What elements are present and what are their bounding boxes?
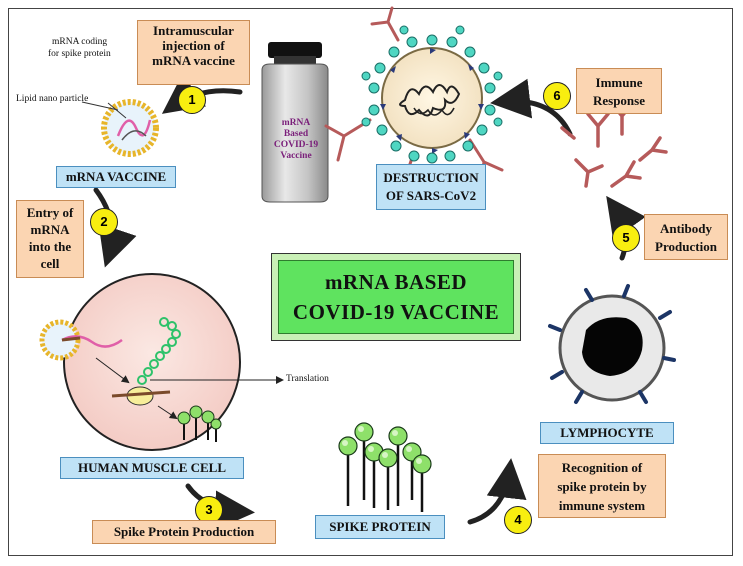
lymphocyte-label: LYMPHOCYTE (540, 422, 674, 444)
flow-arrows (93, 74, 646, 531)
step-3-badge: 3 (195, 496, 223, 524)
step-2-badge: 2 (90, 208, 118, 236)
arrow-step-4 (467, 458, 527, 525)
step-6-badge: 6 (543, 82, 571, 110)
vaccine-vial-icon (261, 42, 329, 203)
step-4-badge: 4 (504, 506, 532, 534)
sars-cov2-virus-icon (324, 6, 504, 194)
lipid-nanoparticle-icon (81, 99, 159, 157)
vial-label: mRNA Based COVID-19 Vaccine (273, 118, 319, 161)
spike-protein-label: SPIKE PROTEIN (315, 515, 445, 539)
step-5-box: Antibody Production (644, 214, 728, 260)
human-muscle-cell-icon (39, 273, 284, 451)
step-3-box: Spike Protein Production (92, 520, 276, 544)
title-line-2: COVID-19 VACCINE (292, 300, 500, 324)
title-line-1: mRNA BASED (324, 270, 468, 294)
human-muscle-cell-label: HUMAN MUSCLE CELL (60, 457, 244, 479)
lymphocyte-icon (548, 284, 676, 404)
mrna-vaccine-label: mRNA VACCINE (56, 166, 176, 188)
spike-protein-icon (338, 422, 432, 512)
step-2-box: Entry of mRNA into the cell (16, 200, 84, 278)
arrow-step-6 (490, 78, 573, 137)
diagram-title: mRNA BASED COVID-19 VACCINE (278, 260, 514, 334)
step-1-box: Intramuscular injection of mRNA vaccine (137, 20, 250, 85)
translation-annotation: Translation (286, 374, 329, 384)
antibody-icons (560, 102, 668, 188)
step-5-badge: 5 (612, 224, 640, 252)
step-4-box: Recognition of spike protein by immune s… (538, 454, 666, 518)
lipid-nano-annotation: Lipid nano particle (16, 94, 89, 104)
destruction-label: DESTRUCTION OF SARS-CoV2 (376, 164, 486, 210)
diagram-title-box: mRNA BASED COVID-19 VACCINE (271, 253, 521, 341)
mrna-coding-annotation: mRNA coding for spike protein (48, 37, 111, 59)
diagram-border (8, 8, 733, 556)
step-6-box: Immune Response (576, 68, 662, 114)
step-1-badge: 1 (178, 86, 206, 114)
